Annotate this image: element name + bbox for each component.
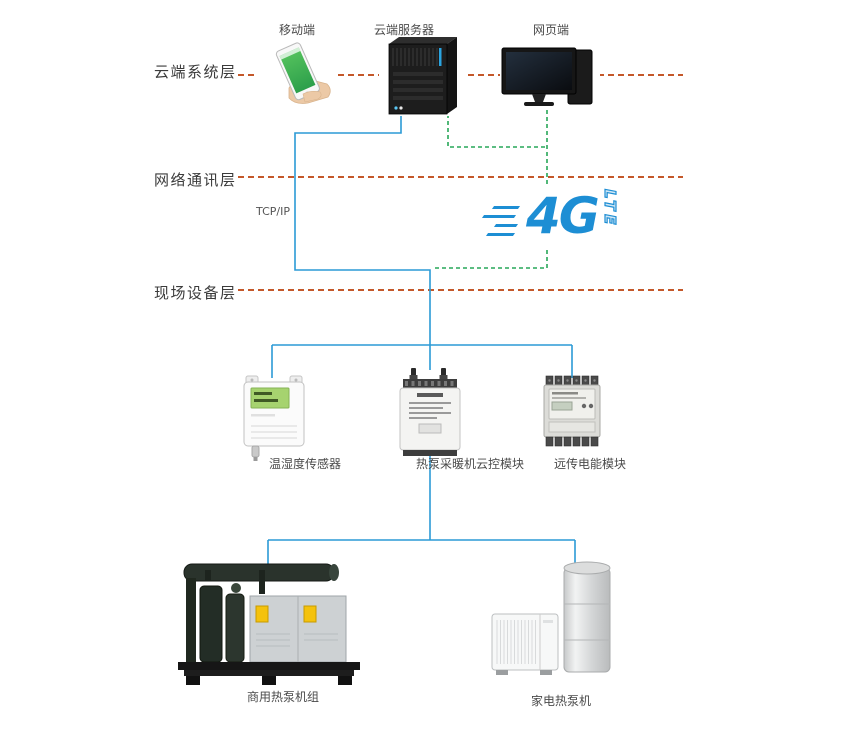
layer-label-cloud: 云端系统层 bbox=[154, 63, 237, 81]
mobile-device bbox=[256, 38, 338, 110]
outdoor-unit-and-tank-icon bbox=[491, 561, 611, 675]
web-label: 网页端 bbox=[532, 23, 570, 37]
link-server-4g bbox=[447, 114, 547, 148]
layer-label-network: 网络通讯层 bbox=[154, 171, 237, 189]
logo-4g-text: 4G bbox=[526, 187, 600, 245]
remote-energy-module-device bbox=[540, 372, 604, 450]
speed-lines-icon bbox=[481, 206, 521, 236]
desktop-monitor-icon bbox=[501, 47, 593, 106]
temp-humidity-sensor-device bbox=[238, 374, 310, 462]
logo-lte-text: LTE bbox=[600, 188, 619, 229]
wall-sensor-icon bbox=[243, 375, 305, 461]
industrial-chiller-icon bbox=[178, 563, 360, 685]
control-module-label: 热泵采暖机云控模块 bbox=[415, 457, 525, 471]
sensor-label: 温湿度传感器 bbox=[268, 457, 342, 471]
link-server-tcpip-field bbox=[294, 114, 431, 370]
network-4g-lte-logo: 4G LTE bbox=[481, 185, 619, 247]
mobile-label: 移动端 bbox=[278, 23, 316, 37]
home-heatpump-label: 家电热泵机 bbox=[530, 694, 592, 708]
server-label: 云端服务器 bbox=[373, 23, 435, 37]
energy-module-label: 远传电能模块 bbox=[553, 457, 627, 471]
cloud-server-device bbox=[379, 36, 467, 116]
tcpip-label: TCP/IP bbox=[256, 205, 290, 218]
control-module-icon bbox=[399, 368, 461, 456]
cloud-control-module-device bbox=[393, 366, 467, 458]
web-terminal-device bbox=[500, 42, 600, 110]
commercial-heatpump-device bbox=[172, 550, 367, 688]
link-web-4g-field bbox=[432, 110, 548, 269]
commercial-heatpump-label: 商用热泵机组 bbox=[246, 690, 320, 704]
smartphone-in-hand-icon bbox=[275, 42, 331, 104]
server-tower-icon bbox=[388, 37, 457, 115]
din-energy-meter-icon bbox=[543, 375, 601, 447]
layer-label-field: 现场设备层 bbox=[154, 284, 237, 302]
home-heatpump-device bbox=[488, 556, 620, 682]
